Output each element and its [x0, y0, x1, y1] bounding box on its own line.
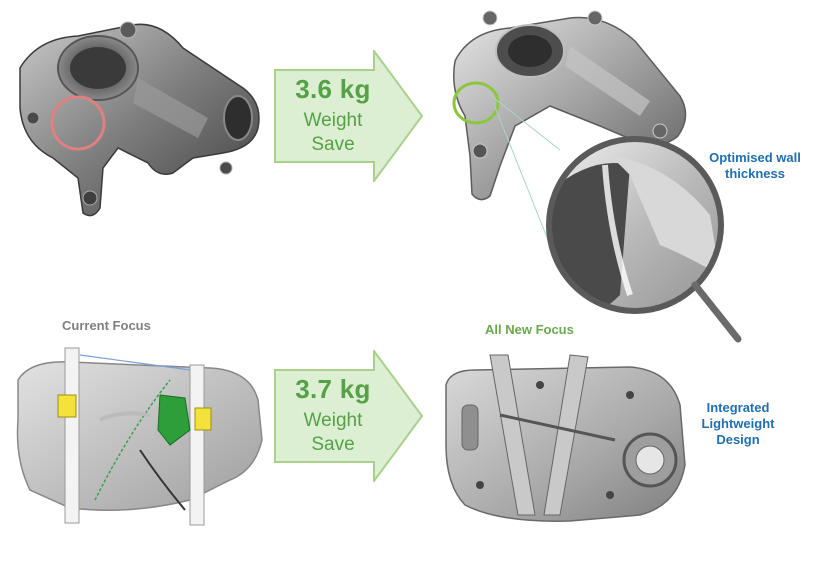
- arrow-shape-icon: [274, 50, 424, 182]
- magnifier-detail: [489, 95, 742, 343]
- old-highlight-circle: [50, 95, 106, 151]
- current-focus-label: Current Focus: [62, 318, 151, 333]
- save-label: Save: [311, 134, 355, 155]
- all-new-focus-label: All New Focus: [485, 322, 574, 337]
- weight-label: Weight: [303, 410, 363, 431]
- arrow-shape-icon: [274, 350, 424, 482]
- save-label: Save: [311, 434, 355, 455]
- callout-optimised-wall: Optimised wall thickness: [709, 150, 801, 181]
- callout-integrated-lightweight: Integrated Lightweight Design: [701, 400, 775, 447]
- weight-label: Weight: [303, 110, 363, 131]
- new-highlight-circle: [452, 81, 500, 125]
- new-knuckle-image: [452, 10, 687, 201]
- new-door-module-image: [445, 354, 686, 522]
- weight-amount: 3.7 kg: [295, 374, 371, 404]
- magnifier-handle-icon: [691, 281, 742, 343]
- weight-save-arrow-knuckle: 3.6 kg Weight Save: [274, 50, 424, 182]
- weight-save-arrow-door: 3.7 kg Weight Save: [274, 350, 424, 482]
- weight-amount: 3.6 kg: [295, 74, 371, 104]
- old-door-module-image: [16, 347, 263, 526]
- old-knuckle-image: [19, 21, 260, 217]
